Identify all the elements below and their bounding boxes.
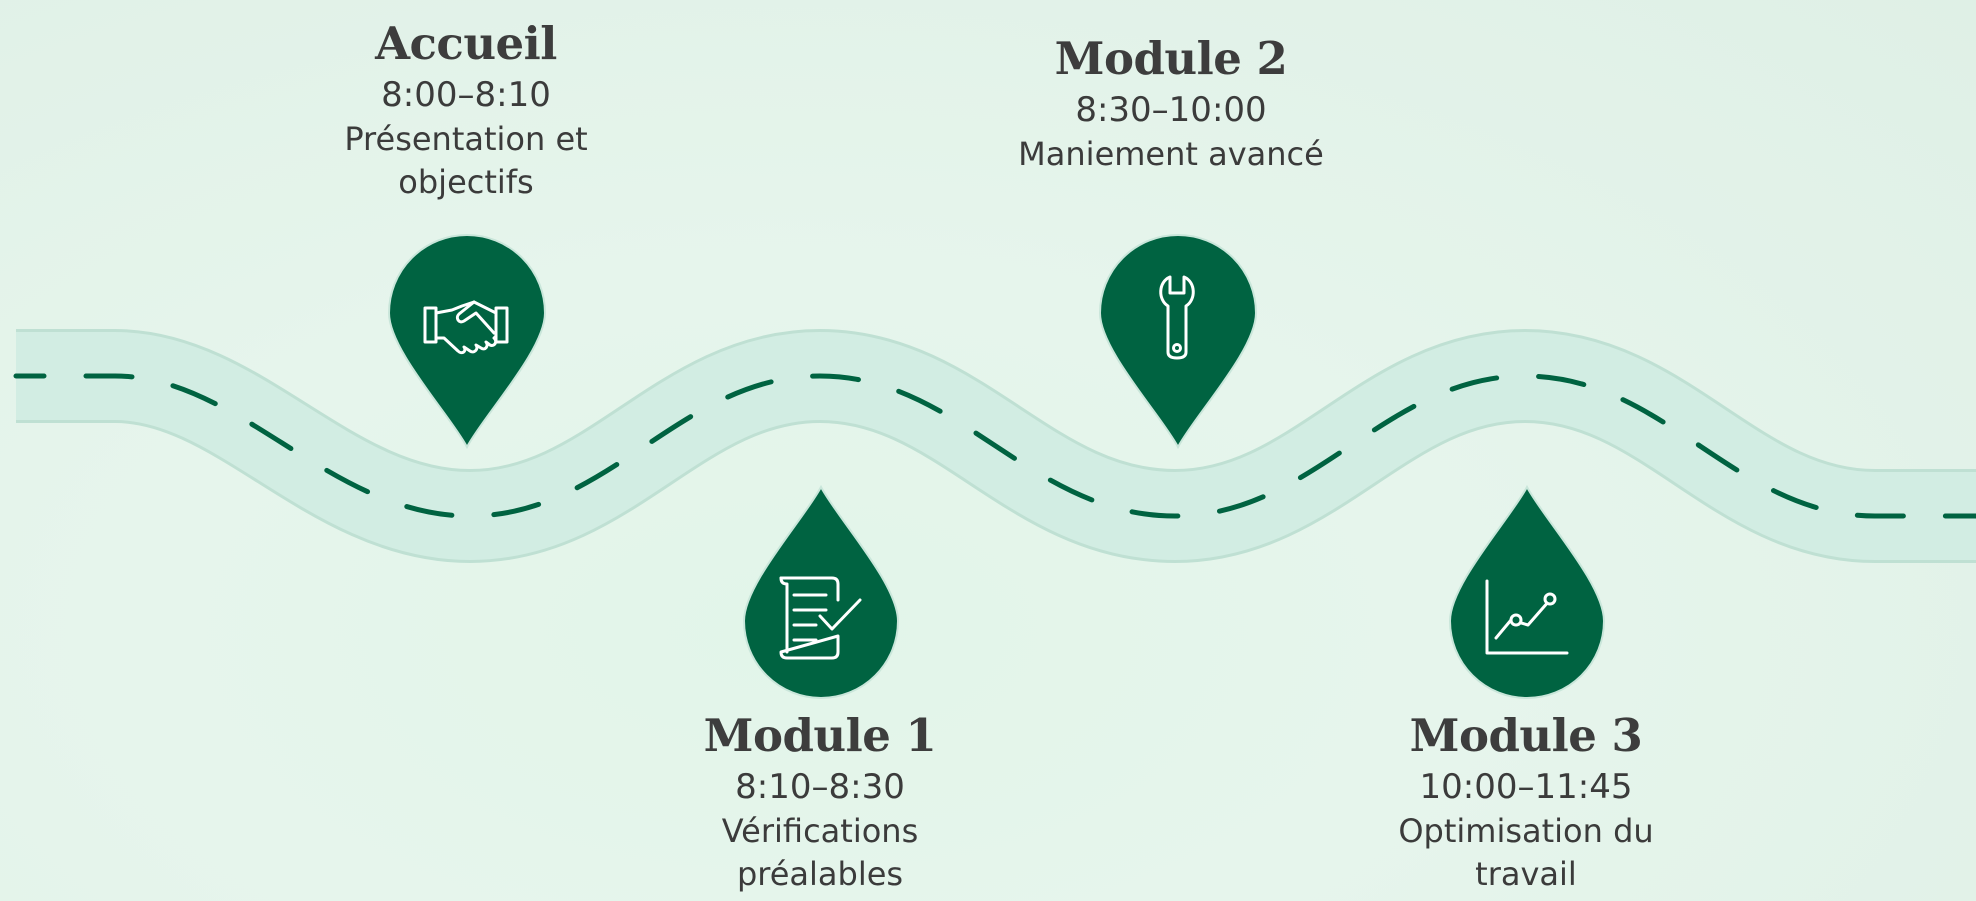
stop-title: Module 3 (1409, 709, 1643, 762)
stop-time: 8:10–8:30 (735, 767, 905, 807)
stop-description: Présentation et objectifs (344, 120, 588, 201)
stop-pin-module-1 (742, 484, 900, 699)
stop-pin-module-2 (1098, 234, 1258, 450)
stop-title: Module 2 (1054, 32, 1288, 85)
checklist-icon (779, 576, 862, 660)
stop-description: Vérifications préalables (721, 812, 919, 893)
road-center-dashes (13, 373, 1976, 519)
stop-module-2: Module 2 8:30–10:00 Maniement avancé (991, 31, 1351, 176)
wrench-icon (1159, 275, 1195, 360)
stop-title: Module 1 (703, 709, 937, 762)
line-chart-icon (1485, 579, 1569, 655)
stop-time: 10:00–11:45 (1419, 767, 1633, 807)
stop-description: Maniement avancé (1018, 135, 1324, 173)
stop-accueil: Accueil 8:00–8:10 Présentation et object… (316, 16, 616, 204)
stop-time: 8:00–8:10 (381, 75, 551, 115)
stop-title: Accueil (375, 17, 557, 70)
handshake-icon (423, 300, 509, 355)
stop-module-3: Module 3 10:00–11:45 Optimisation du tra… (1376, 708, 1676, 896)
stop-pin-accueil (387, 234, 547, 450)
stop-module-1: Module 1 8:10–8:30 Vérifications préalab… (670, 708, 970, 896)
stop-description: Optimisation du travail (1398, 812, 1654, 893)
stop-time: 8:30–10:00 (1075, 90, 1267, 130)
stop-pin-module-3 (1448, 484, 1606, 699)
